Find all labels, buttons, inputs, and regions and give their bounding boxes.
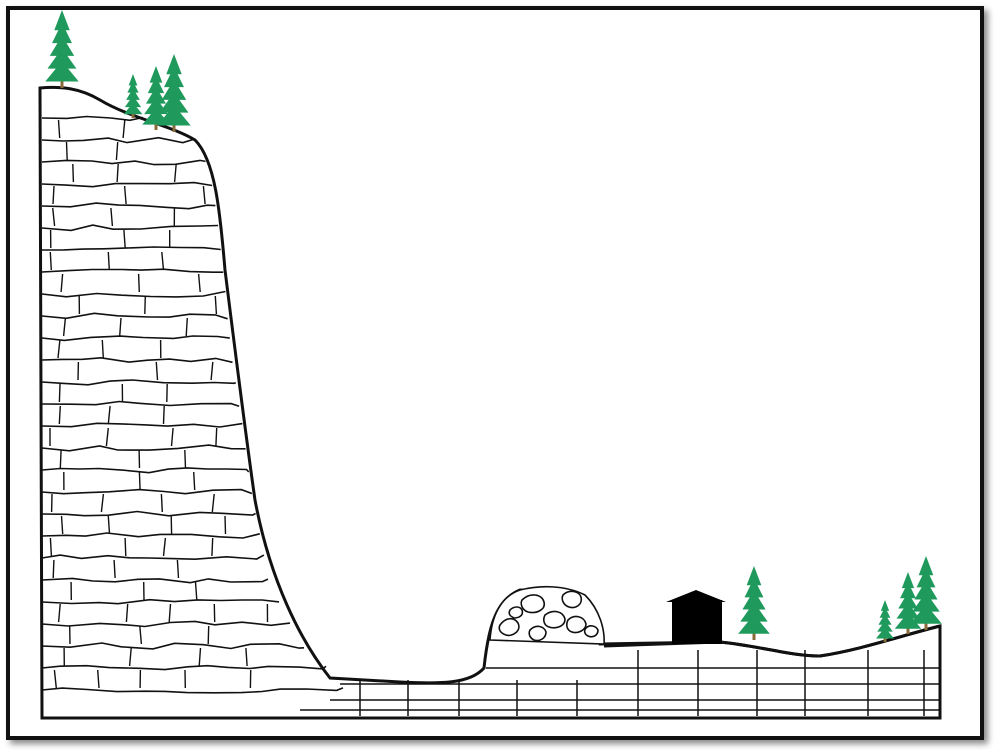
cliff-joint-line	[139, 274, 140, 292]
cliff-joint-line	[194, 472, 195, 490]
cliff-joint-line	[139, 472, 140, 490]
cliff-joint-line	[208, 626, 209, 644]
evergreen-tree-icon	[45, 10, 78, 88]
cliff-joint-line	[225, 516, 226, 534]
cliff-joint-line	[125, 538, 126, 556]
cliff-joint-line	[212, 538, 213, 556]
cliff-joint-line	[67, 142, 68, 160]
cliff-rock-mass	[40, 87, 940, 718]
cliff-joint-line	[60, 450, 61, 468]
cliff-joint-line	[53, 560, 54, 578]
cliff-joint-line	[108, 252, 109, 270]
cliff-joint-line	[161, 494, 162, 512]
evergreen-tree-icon	[738, 566, 770, 640]
cliff-joint-line	[50, 252, 51, 270]
cliff-joint-line	[114, 560, 115, 578]
evergreen-tree-icon	[910, 556, 942, 630]
talus-rock-pile	[490, 587, 604, 644]
cliff-joint-line	[59, 384, 60, 402]
evergreen-tree-icon	[895, 572, 922, 634]
cliff-joint-line	[59, 406, 60, 424]
cliff-joint-line	[102, 340, 103, 358]
evergreen-tree-icon	[876, 600, 894, 642]
house-icon	[666, 590, 726, 644]
cliff-joint-line	[164, 406, 165, 424]
cliff-joint-line	[185, 450, 186, 468]
cliff-joint-line	[50, 538, 51, 556]
cliff-joint-line	[53, 186, 54, 204]
evergreen-tree-icon	[124, 74, 143, 118]
cliff-joint-line	[145, 296, 146, 314]
cliff-joint-line	[216, 428, 217, 446]
cliff-joint-line	[73, 164, 74, 182]
